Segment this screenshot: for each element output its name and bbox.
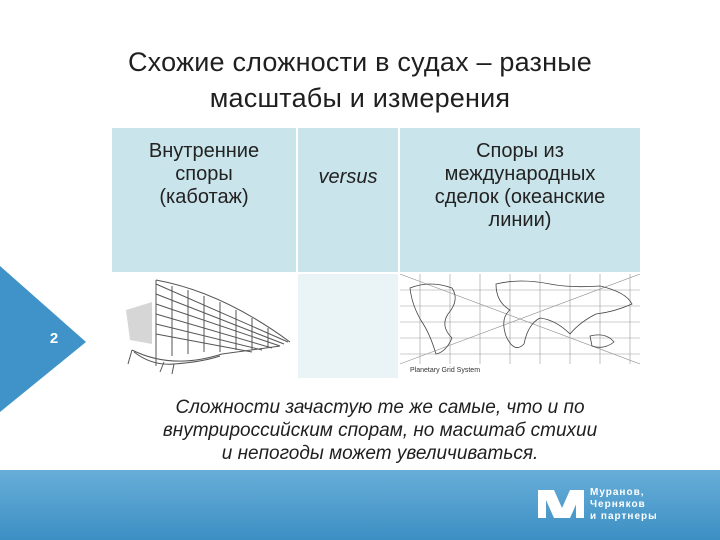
international-line-2: международных xyxy=(444,163,596,185)
domestic-line-1: Внутренние xyxy=(148,140,260,162)
firm-logo-icon xyxy=(538,490,584,518)
cell-versus: versus xyxy=(298,128,398,272)
title-line-2: масштабы и измерения xyxy=(209,83,511,113)
domestic-line-3: (каботаж) xyxy=(159,186,249,208)
domestic-line-2: споры xyxy=(175,163,233,185)
cell-domestic-header: Внутренние споры (каботаж) xyxy=(112,128,296,272)
footer-line-2: внутрироссийским спорам, но масштаб стих… xyxy=(162,420,598,441)
international-line-3: сделок (океанские xyxy=(434,186,606,208)
footer-bar xyxy=(0,470,720,540)
firm-logo-text: Муранов, Черняков и партнеры xyxy=(590,487,658,523)
cell-map-image: Planetary Grid System xyxy=(399,273,641,378)
world-map-image: Planetary Grid System xyxy=(399,273,641,378)
international-line-4: линии) xyxy=(488,209,552,231)
footer-text: Сложности зачастую те же самые, что и по… xyxy=(100,396,660,465)
title-line-1: Схожие сложности в судах – разные xyxy=(127,47,593,77)
slide-title: Схожие сложности в судах – разные масшта… xyxy=(40,44,680,116)
cell-empty xyxy=(298,274,398,378)
logo-line-3: и партнеры xyxy=(590,511,658,522)
footer-line-3: и непогоды может увеличиваться. xyxy=(221,443,539,464)
logo-line-2: Черняков xyxy=(590,499,646,510)
side-tab-shape xyxy=(0,266,86,412)
cell-international-header: Споры из международных сделок (океанские… xyxy=(400,128,640,272)
map-caption: Planetary Grid System xyxy=(410,367,480,374)
logo-line-1: Муранов, xyxy=(590,487,645,498)
sailing-ship-image xyxy=(112,274,296,378)
international-line-1: Споры из xyxy=(476,140,564,162)
cell-ship-image xyxy=(112,274,296,378)
comparison-table: Внутренние споры (каботаж) versus Споры … xyxy=(112,128,641,378)
footer-line-1: Сложности зачастую те же самые, что и по xyxy=(175,397,585,418)
page-number: 2 xyxy=(49,330,59,347)
versus-label: versus xyxy=(318,166,378,188)
